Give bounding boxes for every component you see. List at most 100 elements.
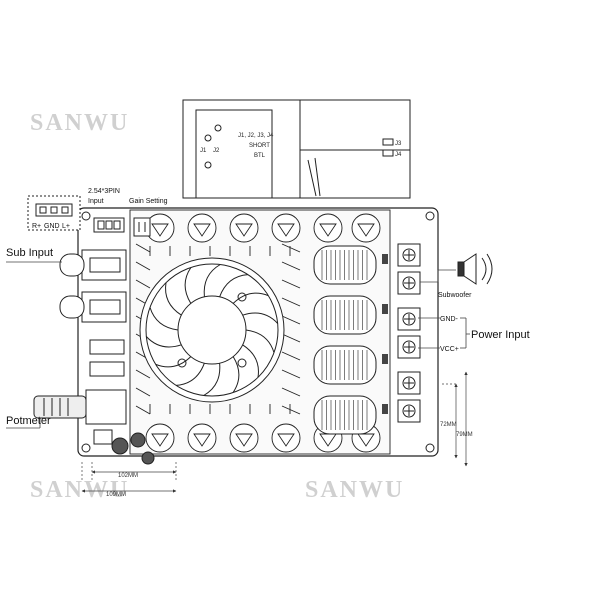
screw-icon	[235, 433, 253, 447]
pin-header-label: 2.54*3PIN	[88, 188, 120, 195]
screw-icon	[277, 223, 295, 237]
rca-jacks	[59, 249, 127, 323]
mounting-hole-icon	[425, 211, 435, 221]
screw-icon	[187, 423, 217, 453]
inset-jumper-list: J1, J2, J3, J4	[238, 133, 274, 139]
height-outer-dimension: 79MM	[456, 432, 473, 438]
output-terminals	[397, 243, 421, 423]
fan-blade	[203, 264, 221, 297]
screw-icon	[151, 433, 169, 447]
gnd-minus-label: GND-	[440, 316, 459, 323]
inductor-icon	[313, 345, 377, 385]
width-inner-dimension: 102MM	[118, 473, 138, 479]
inset-btl-label: BTL	[254, 153, 266, 159]
inset-j4-label: J4	[395, 152, 402, 158]
small-components	[89, 339, 155, 465]
screw-icon	[187, 213, 217, 243]
screw-icon	[271, 213, 301, 243]
fan-blade	[232, 356, 240, 393]
gain-setting-label: Gain Setting	[129, 198, 168, 205]
smd-component	[382, 254, 388, 264]
fan-blade	[232, 292, 269, 304]
cooling-fan	[139, 257, 285, 403]
dimension-lines	[81, 371, 468, 493]
pin-header-icon	[27, 195, 81, 231]
fan-blade	[245, 329, 275, 353]
heatsink-fin	[135, 279, 151, 289]
fan-blade	[184, 267, 192, 304]
leader-lines	[6, 261, 470, 429]
screw-icon	[229, 423, 259, 453]
heatsink-fin	[281, 351, 301, 361]
fan-blade	[203, 363, 221, 396]
watermark-bottom-right: SANWU	[305, 477, 404, 503]
screw-icon	[229, 213, 259, 243]
screw-icon	[193, 223, 211, 237]
input-label: Input	[88, 198, 104, 205]
heatsink-fin	[135, 387, 151, 397]
screw-icon	[271, 423, 301, 453]
jumper-pad-icon	[204, 134, 212, 142]
speaker-icon	[457, 253, 493, 285]
heatsink-fin	[281, 279, 301, 289]
heatsink-fin	[281, 333, 301, 343]
mounting-hole-icon	[425, 443, 435, 453]
heatsink-fin	[281, 297, 301, 307]
screw-icon	[319, 223, 337, 237]
heatsink-fin	[281, 261, 301, 271]
jumper-inset-board	[182, 99, 411, 199]
watermark-bottom-left: SANWU	[30, 477, 129, 503]
vcc-plus-label: VCC+	[440, 346, 459, 353]
power-input-label: Power Input	[471, 329, 530, 341]
fan-blade	[165, 282, 182, 316]
watermark-top-left: SANWU	[30, 110, 129, 136]
fan-blade	[145, 336, 182, 348]
subwoofer-label: Subwoofer	[438, 292, 472, 299]
screw-icon	[145, 423, 175, 453]
fan-blade	[242, 312, 279, 324]
sub-input-label: Sub Input	[6, 247, 53, 259]
input-connector-3pin	[93, 217, 125, 233]
smd-component	[382, 354, 388, 364]
heatsink-fin	[281, 387, 301, 397]
gain-setting-jumper	[133, 217, 151, 237]
potentiometer	[33, 389, 127, 425]
width-outer-dimension: 109MM	[106, 492, 126, 498]
j3-jumper-icon	[382, 138, 394, 146]
mounting-hole-icon	[81, 443, 91, 453]
screw-icon	[351, 213, 381, 243]
heatsink-fin	[281, 315, 301, 325]
r-plus-label: R+	[32, 223, 41, 230]
inductor-icon	[313, 395, 377, 435]
j4-jumper-icon	[382, 149, 394, 157]
screw-icon	[357, 433, 375, 447]
screw-icon	[151, 223, 169, 237]
inset-j1-label: J1	[200, 148, 207, 154]
fan-blade	[219, 274, 248, 298]
heatsink-fin	[281, 243, 301, 253]
heatsink-fin	[135, 369, 151, 379]
screw-icon	[235, 223, 253, 237]
heatsink-fin	[135, 405, 151, 415]
l-plus-label: L+	[62, 223, 70, 230]
mounting-hole-icon	[81, 211, 91, 221]
inset-j3-label: J3	[395, 141, 402, 147]
heatsink-fin	[281, 405, 301, 415]
inductor-icon	[313, 295, 377, 335]
inductor-icon	[313, 245, 377, 285]
jumper-pad-icon	[204, 161, 212, 169]
fan-blade	[176, 362, 205, 386]
smd-component	[382, 304, 388, 314]
inset-short-label: SHORT	[249, 143, 270, 149]
gnd-label: GND	[44, 223, 60, 230]
fan-blade	[242, 344, 259, 378]
screw-icon	[277, 433, 295, 447]
height-inner-dimension: 72MM	[440, 422, 457, 428]
fan-blade	[149, 307, 179, 331]
screw-icon	[357, 223, 375, 237]
screw-icon	[313, 213, 343, 243]
heatsink-fin	[135, 243, 151, 253]
potmeter-label: Potmeter	[6, 415, 51, 427]
